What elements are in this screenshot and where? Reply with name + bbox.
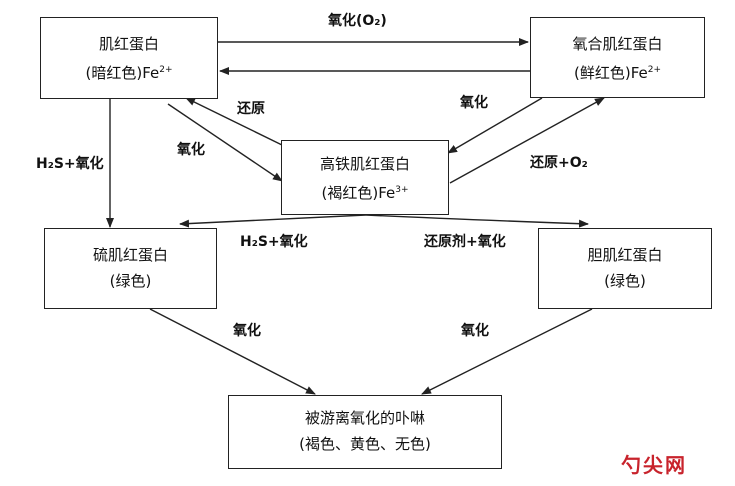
node-metmyoglobin: 高铁肌红蛋白 (褐红色)Fe3+ [281,140,449,215]
arrow-metmyoglobin-to-choleglobin [365,214,589,228]
label-reduction-o2: 还原+O₂ [530,155,588,171]
arrow-sulfmyoglobin-to-porphyrin [149,308,316,395]
node-metmyoglobin-name: 高铁肌红蛋白 [319,155,410,173]
node-myoglobin-name: 肌红蛋白 [98,35,159,53]
arrow-choleglobin-to-porphyrin [421,308,593,395]
label-reduction-left: 还原 [237,101,265,117]
node-porphyrin-detail: (褐色、黄色、无色) [299,435,431,453]
arrow-metmyoglobin-to-sulfmyoglobin [179,214,367,228]
arrow-myoglobin-to-metmyoglobin [167,103,283,182]
node-choleglobin-name: 胆肌红蛋白 [587,246,663,264]
node-myoglobin: 肌红蛋白 (暗红色)Fe2+ [40,17,218,99]
node-sulfmyoglobin-detail: (绿色) [109,272,152,290]
node-oxymyoglobin-name: 氧合肌红蛋白 [572,35,663,53]
label-h2s-oxidation-side: H₂S+氧化 [36,156,104,172]
label-reductant-oxidation: 还原剂+氧化 [424,234,506,250]
label-oxidation-bottom-left: 氧化 [233,323,261,339]
node-choleglobin: 胆肌红蛋白 (绿色) [538,228,712,309]
node-oxymyoglobin-detail: (鲜红色)Fe [573,64,648,82]
node-choleglobin-detail: (绿色) [604,272,646,290]
node-sulfmyoglobin-name: 硫肌红蛋白 [92,246,168,264]
label-h2s-oxidation-center: H₂S+氧化 [240,234,308,250]
node-metmyoglobin-detail: (褐红色)Fe [321,184,396,202]
node-porphyrin: 被游离氧化的卟啉 (褐色、黄色、无色) [228,395,502,469]
node-metmyoglobin-charge: 3+ [395,185,409,195]
arrow-metmyoglobin-to-oxymyoglobin [449,97,605,184]
label-oxidation-right: 氧化 [460,95,488,111]
node-sulfmyoglobin: 硫肌红蛋白 (绿色) [44,228,217,309]
label-oxidation-bottom-right: 氧化 [461,323,489,339]
node-oxymyoglobin: 氧合肌红蛋白 (鲜红色)Fe2+ [530,17,705,98]
node-porphyrin-name: 被游离氧化的卟啉 [304,409,425,427]
node-oxymyoglobin-charge: 2+ [647,65,662,75]
arrow-oxymyoglobin-to-metmyoglobin [447,97,543,154]
label-oxidation-left: 氧化 [177,142,205,158]
node-myoglobin-detail: (暗红色)Fe [85,64,160,82]
watermark-logo: 勺尖网 [621,453,687,477]
label-oxidation-o2: 氧化(O₂) [328,13,387,29]
arrow-metmyoglobin-to-myoglobin [185,97,283,146]
node-myoglobin-charge: 2+ [159,65,173,75]
